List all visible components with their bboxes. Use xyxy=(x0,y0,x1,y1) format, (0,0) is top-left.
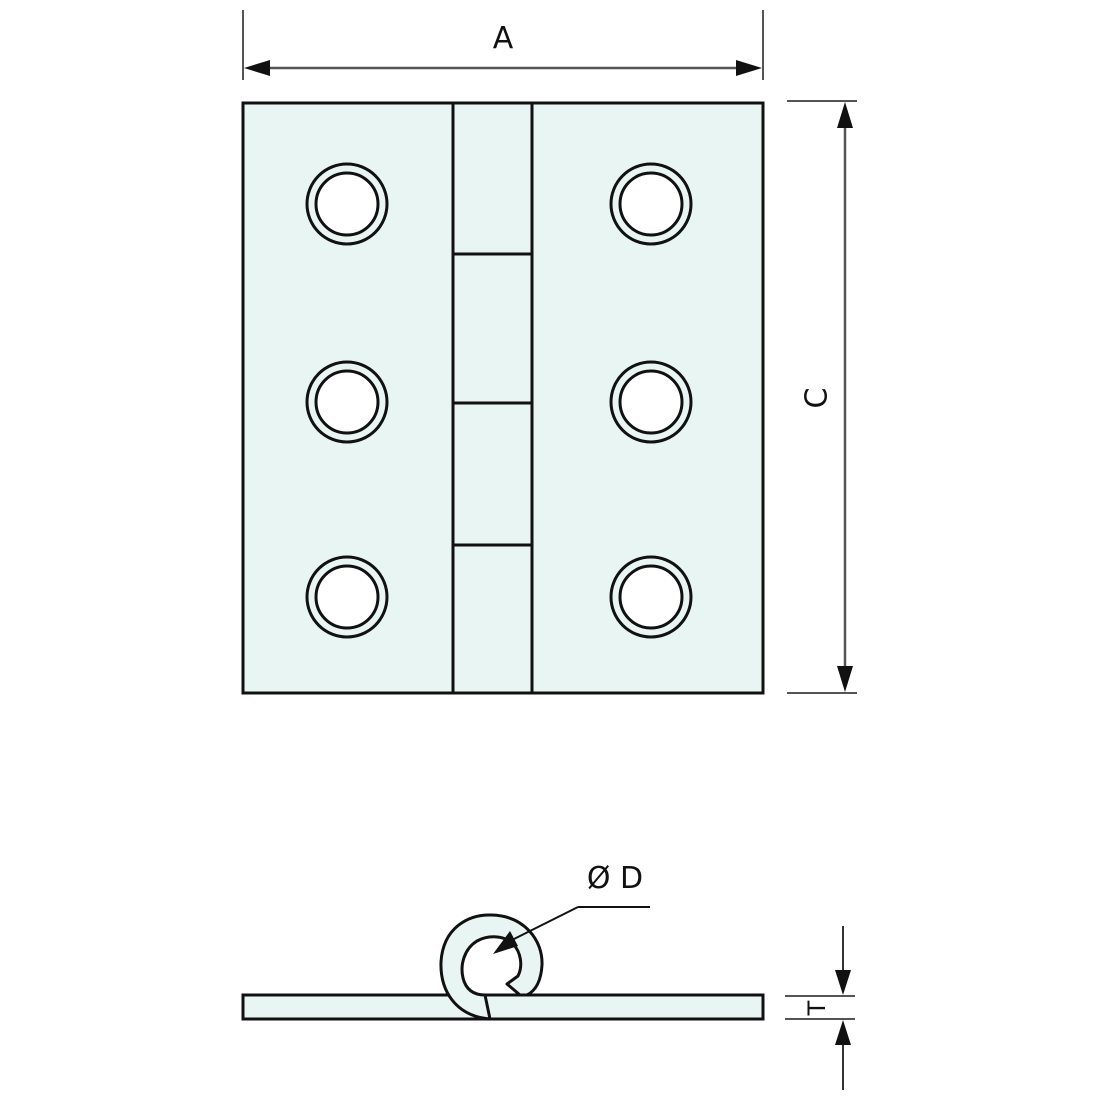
hinge-side-view: Ø D xyxy=(241,861,765,1021)
arrow-down-icon xyxy=(835,970,851,995)
screw-hole xyxy=(305,555,389,639)
screw-hole xyxy=(609,360,693,444)
dimension-t: T xyxy=(785,926,855,1090)
knuckle xyxy=(451,101,534,695)
knuckle-profile xyxy=(439,913,544,1021)
label-diameter-d: Ø D xyxy=(587,861,643,896)
arrow-right-icon xyxy=(736,60,762,76)
screw-hole xyxy=(305,162,389,246)
label-c: C xyxy=(800,388,835,409)
arrow-down-icon xyxy=(837,666,853,692)
dimension-a: A xyxy=(242,10,764,80)
screw-hole xyxy=(305,360,389,444)
dimension-c: C xyxy=(787,100,857,694)
diameter-arrow-icon xyxy=(493,931,518,954)
label-t: T xyxy=(803,1000,831,1016)
arrow-up-icon xyxy=(835,1020,851,1045)
screw-hole xyxy=(609,555,693,639)
plate-profile xyxy=(241,993,765,1021)
arrow-left-icon xyxy=(244,60,270,76)
label-a: A xyxy=(493,21,514,56)
hinge-front-view xyxy=(241,101,765,695)
screw-hole xyxy=(609,162,693,246)
arrow-up-icon xyxy=(837,102,853,128)
